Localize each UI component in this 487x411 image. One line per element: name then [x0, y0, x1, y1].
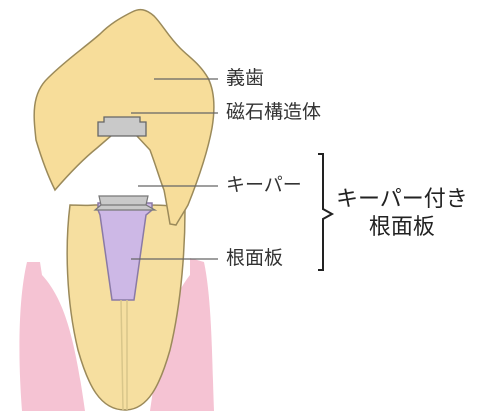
label-denture: 義歯: [226, 69, 264, 88]
label-root-plate: 根面板: [226, 249, 283, 268]
group-label-line2: 根面板: [336, 214, 468, 242]
group-label-line1: キーパー付き: [336, 186, 468, 214]
label-keeper: キーパー: [226, 176, 302, 195]
group-label: キーパー付き 根面板: [336, 186, 468, 241]
label-magnet-structure: 磁石構造体: [226, 103, 321, 122]
keeper-shape: [95, 196, 155, 210]
magnet-structure-shape: [98, 117, 146, 136]
group-bracket: [318, 154, 332, 270]
